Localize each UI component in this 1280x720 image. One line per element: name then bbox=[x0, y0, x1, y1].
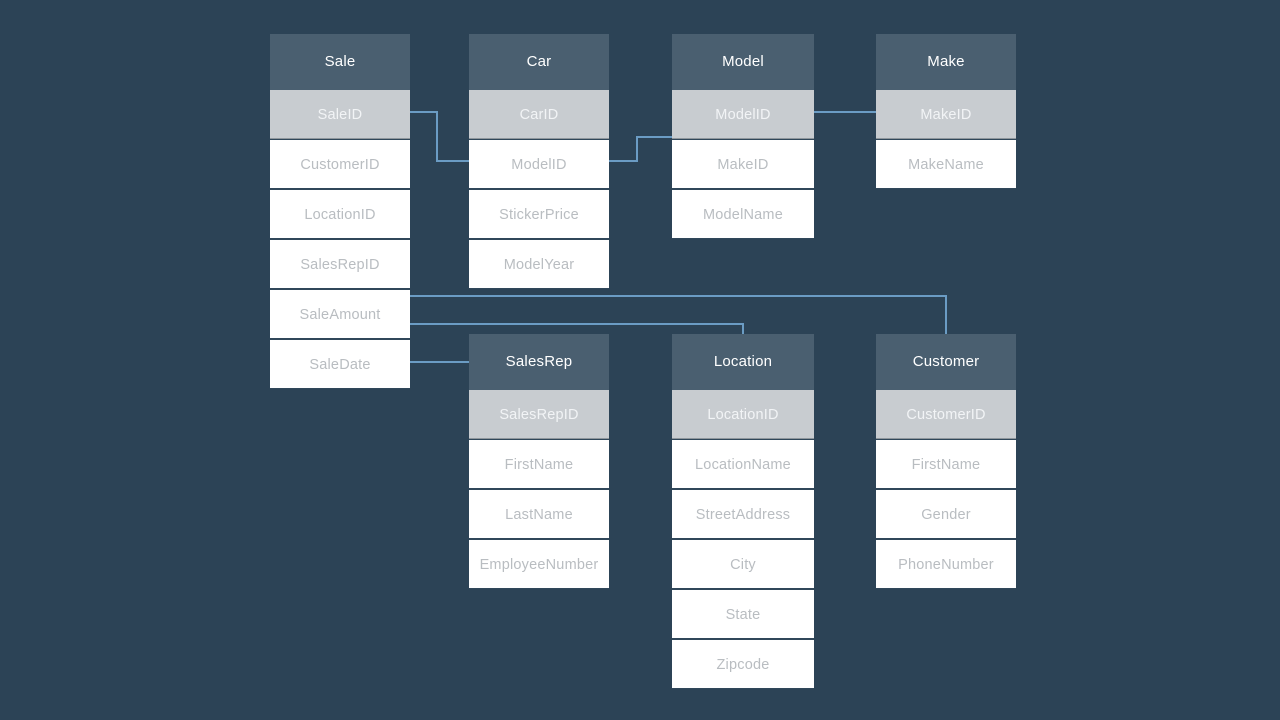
entity-title-customer: Customer bbox=[876, 334, 1016, 389]
field-car-1[interactable]: ModelID bbox=[469, 139, 609, 189]
field-model-1[interactable]: MakeID bbox=[672, 139, 814, 189]
entity-title-location: Location bbox=[672, 334, 814, 389]
primary-key-field-make-0[interactable]: MakeID bbox=[876, 89, 1016, 139]
entity-title-make: Make bbox=[876, 34, 1016, 89]
field-car-3[interactable]: ModelYear bbox=[469, 239, 609, 289]
primary-key-field-car-0[interactable]: CarID bbox=[469, 89, 609, 139]
field-sale-1[interactable]: CustomerID bbox=[270, 139, 410, 189]
entity-title-model: Model bbox=[672, 34, 814, 89]
field-model-2[interactable]: ModelName bbox=[672, 189, 814, 239]
field-sale-3[interactable]: SalesRepID bbox=[270, 239, 410, 289]
field-location-1[interactable]: LocationName bbox=[672, 439, 814, 489]
entity-title-car: Car bbox=[469, 34, 609, 89]
primary-key-field-model-0[interactable]: ModelID bbox=[672, 89, 814, 139]
field-customer-1[interactable]: FirstName bbox=[876, 439, 1016, 489]
field-location-3[interactable]: City bbox=[672, 539, 814, 589]
connector-car-model bbox=[608, 136, 673, 162]
primary-key-field-sale-0[interactable]: SaleID bbox=[270, 89, 410, 139]
field-make-1[interactable]: MakeName bbox=[876, 139, 1016, 189]
field-salesrep-2[interactable]: LastName bbox=[469, 489, 609, 539]
field-customer-2[interactable]: Gender bbox=[876, 489, 1016, 539]
primary-key-field-salesrep-0[interactable]: SalesRepID bbox=[469, 389, 609, 439]
field-salesrep-3[interactable]: EmployeeNumber bbox=[469, 539, 609, 589]
field-location-4[interactable]: State bbox=[672, 589, 814, 639]
entity-title-sale: Sale bbox=[270, 34, 410, 89]
entity-title-salesrep: SalesRep bbox=[469, 334, 609, 389]
connector-sale-customer bbox=[409, 295, 947, 335]
connector-sale-car bbox=[409, 111, 470, 162]
field-salesrep-1[interactable]: FirstName bbox=[469, 439, 609, 489]
field-location-5[interactable]: Zipcode bbox=[672, 639, 814, 689]
field-car-2[interactable]: StickerPrice bbox=[469, 189, 609, 239]
field-location-2[interactable]: StreetAddress bbox=[672, 489, 814, 539]
field-sale-5[interactable]: SaleDate bbox=[270, 339, 410, 389]
field-sale-4[interactable]: SaleAmount bbox=[270, 289, 410, 339]
primary-key-field-customer-0[interactable]: CustomerID bbox=[876, 389, 1016, 439]
field-customer-3[interactable]: PhoneNumber bbox=[876, 539, 1016, 589]
primary-key-field-location-0[interactable]: LocationID bbox=[672, 389, 814, 439]
field-sale-2[interactable]: LocationID bbox=[270, 189, 410, 239]
connector-sale-location bbox=[409, 323, 744, 335]
